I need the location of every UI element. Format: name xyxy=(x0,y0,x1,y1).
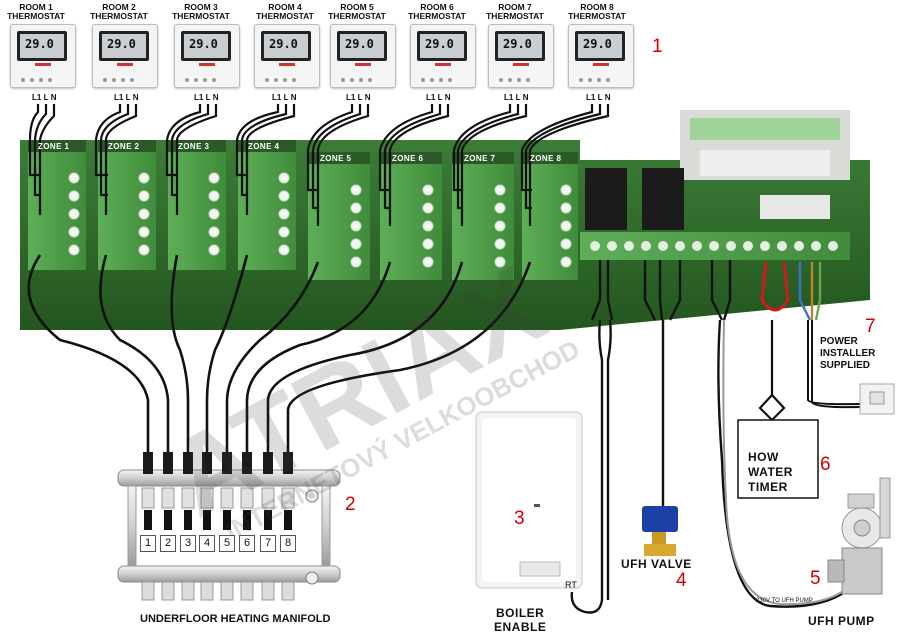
relay xyxy=(642,168,684,230)
pump-cable-label: 230V TO UFH PUMP xyxy=(756,598,813,604)
manifold-port-4: 4 xyxy=(199,535,215,552)
ufh-pump xyxy=(827,477,891,595)
pump-caption: UFH PUMP xyxy=(808,614,875,628)
manifold-port-5: 5 xyxy=(219,535,235,552)
room-thermostat-5: 29.0 xyxy=(330,24,396,88)
zone-label-6: ZONE 6 xyxy=(392,154,424,163)
zone-label-7: ZONE 7 xyxy=(464,154,496,163)
callout-2: 2 xyxy=(345,494,356,515)
timer-wires xyxy=(758,261,790,422)
room-thermostat-6: 29.0 xyxy=(410,24,476,88)
terminal-labels-2: L1 L N xyxy=(114,93,139,102)
manifold-caption: UNDERFLOOR HEATING MANIFOLD xyxy=(140,613,331,625)
actuator-wires xyxy=(27,254,532,462)
boiler-rt-label: RT xyxy=(565,580,577,590)
callout-6: 6 xyxy=(820,454,831,475)
hot-water-timer-box xyxy=(737,419,819,499)
terminal-labels-1: L1 L N xyxy=(32,93,57,102)
pump-cable xyxy=(722,319,853,606)
zone-label-3: ZONE 3 xyxy=(178,142,210,151)
zone-label-8: ZONE 8 xyxy=(530,154,562,163)
terminal-labels-7: L1 L N xyxy=(504,93,529,102)
room-thermostat-2: 29.0 xyxy=(92,24,158,88)
thermostat-wires xyxy=(28,104,610,226)
manifold-port-1: 1 xyxy=(140,535,156,552)
valve-caption: UFH VALVE xyxy=(621,557,692,571)
terminal-labels-3: L1 L N xyxy=(194,93,219,102)
zone-label-5: ZONE 5 xyxy=(320,154,352,163)
terminal-labels-6: L1 L N xyxy=(426,93,451,102)
fuse xyxy=(760,195,830,219)
manifold-port-3: 3 xyxy=(180,535,196,552)
power-socket xyxy=(859,383,895,415)
manifold-port-6: 6 xyxy=(239,535,255,552)
manifold-port-7: 7 xyxy=(260,535,276,552)
callout-1: 1 xyxy=(652,36,663,57)
boiler xyxy=(475,411,583,589)
room-thermostat-7: 29.0 xyxy=(488,24,554,88)
zone-terminal-blocks xyxy=(28,140,578,280)
room-thermostat-1: 29.0 xyxy=(10,24,76,88)
zone-label-4: ZONE 4 xyxy=(248,142,280,151)
terminal-labels-8: L1 L N xyxy=(586,93,611,102)
ufh-valve xyxy=(642,506,678,556)
underfloor-manifold xyxy=(117,452,341,601)
zone-label-1: ZONE 1 xyxy=(38,142,70,151)
control-board xyxy=(20,110,870,330)
callout-4: 4 xyxy=(676,570,687,591)
terminal-labels-4: L1 L N xyxy=(272,93,297,102)
callout-7: 7 xyxy=(865,316,876,337)
callout-3: 3 xyxy=(514,508,525,529)
manifold-port-8: 8 xyxy=(280,535,296,552)
power-wires xyxy=(798,262,861,409)
terminal-labels-5: L1 L N xyxy=(346,93,371,102)
manifold-port-2: 2 xyxy=(160,535,176,552)
zone-label-2: ZONE 2 xyxy=(108,142,140,151)
room-thermostat-3: 29.0 xyxy=(174,24,240,88)
room-thermostat-8: 29.0 xyxy=(568,24,634,88)
relay xyxy=(585,168,627,230)
callout-5: 5 xyxy=(810,568,821,589)
room-thermostat-4: 29.0 xyxy=(254,24,320,88)
